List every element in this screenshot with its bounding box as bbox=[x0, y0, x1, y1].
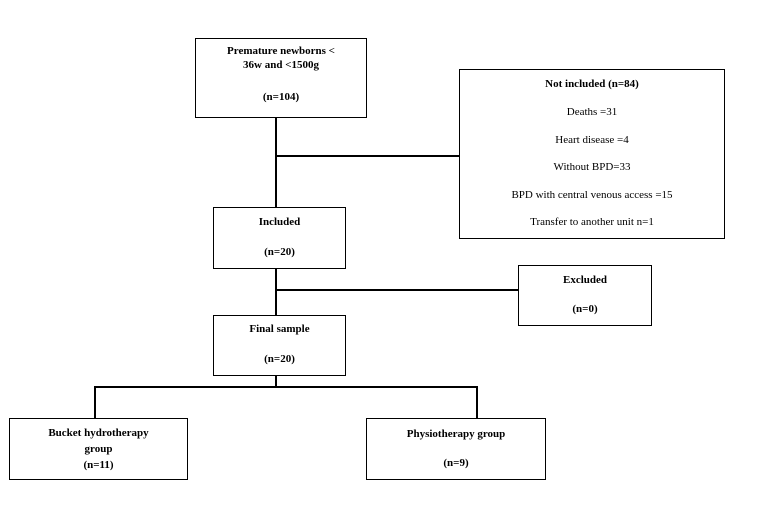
not-included-item: Without BPD=33 bbox=[553, 161, 631, 173]
physio-count: (n=9) bbox=[443, 457, 469, 469]
connector-to-not-included bbox=[275, 155, 460, 157]
excluded-count: (n=0) bbox=[572, 303, 598, 315]
connector-to-excluded bbox=[275, 289, 519, 291]
bucket-line1: Bucket hydrotherapy bbox=[48, 427, 149, 439]
connector-premature-to-included bbox=[275, 117, 277, 208]
bucket-line2: group bbox=[84, 443, 113, 455]
physio-title: Physiotherapy group bbox=[406, 428, 506, 440]
final-sample-title: Final sample bbox=[249, 323, 310, 335]
premature-newborns-box: Premature newborns < 36w and <1500g (n=1… bbox=[195, 38, 367, 118]
connector-split-horizontal bbox=[94, 386, 477, 388]
included-box: Included (n=20) bbox=[213, 207, 346, 269]
bucket-hydrotherapy-box: Bucket hydrotherapy group (n=11) bbox=[9, 418, 188, 480]
excluded-box: Excluded (n=0) bbox=[518, 265, 652, 326]
not-included-item: Transfer to another unit n=1 bbox=[530, 216, 654, 228]
connector-included-to-final bbox=[275, 268, 277, 316]
connector-to-physio-group bbox=[476, 386, 478, 419]
final-sample-box: Final sample (n=20) bbox=[213, 315, 346, 376]
physiotherapy-group-box: Physiotherapy group (n=9) bbox=[366, 418, 546, 480]
connector-to-bucket-group bbox=[94, 386, 96, 419]
bucket-count: (n=11) bbox=[83, 459, 114, 471]
included-count: (n=20) bbox=[264, 246, 295, 258]
premature-line1: Premature newborns < bbox=[227, 45, 335, 57]
excluded-title: Excluded bbox=[562, 274, 607, 286]
not-included-item: Deaths =31 bbox=[566, 106, 618, 118]
premature-count: (n=104) bbox=[262, 91, 300, 103]
connector-final-to-split bbox=[275, 375, 277, 386]
not-included-box: Not included (n=84) Deaths =31 Heart dis… bbox=[459, 69, 725, 239]
not-included-item: Heart disease =4 bbox=[555, 134, 629, 146]
not-included-item: BPD with central venous access =15 bbox=[511, 189, 673, 201]
final-sample-count: (n=20) bbox=[264, 353, 295, 365]
premature-line2: 36w and <1500g bbox=[243, 59, 319, 71]
included-title: Included bbox=[258, 216, 301, 228]
not-included-title: Not included (n=84) bbox=[545, 78, 639, 90]
